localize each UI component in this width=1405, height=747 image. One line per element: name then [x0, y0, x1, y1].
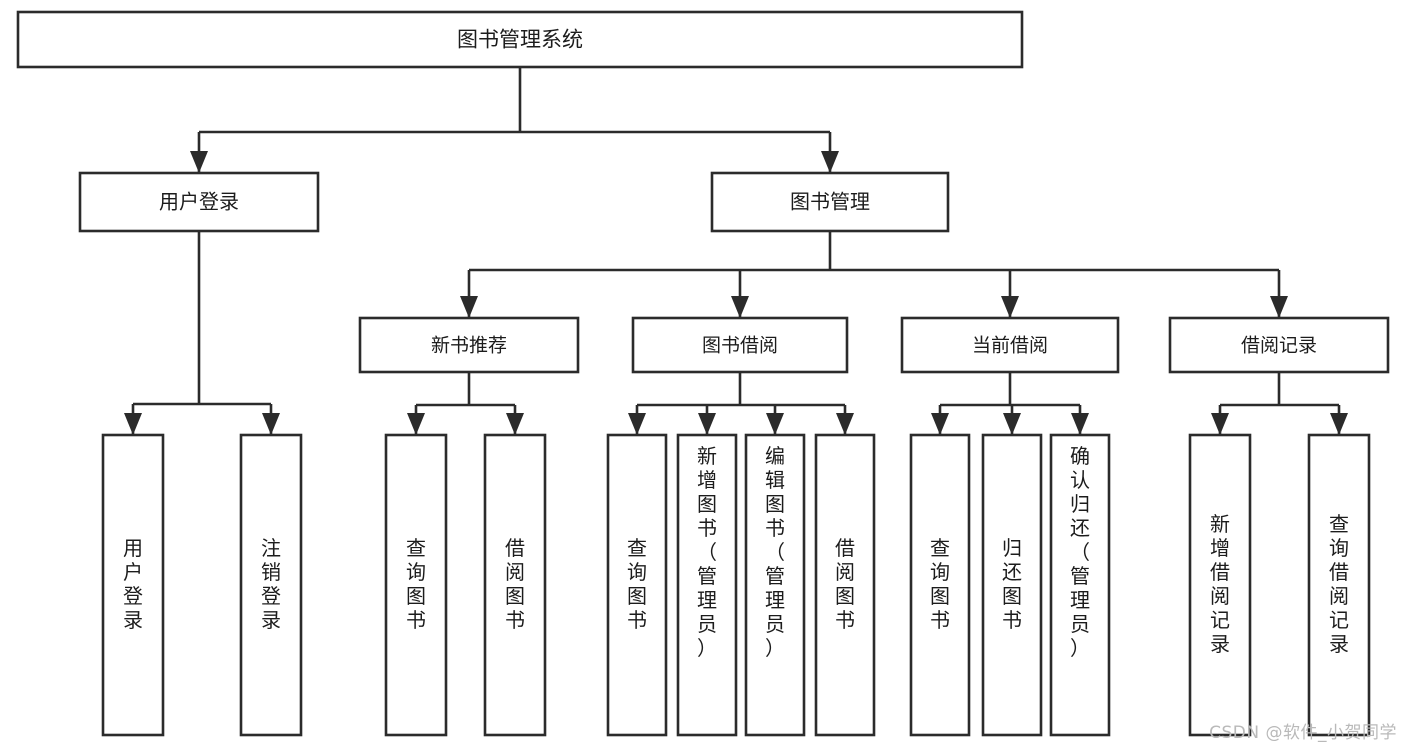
node-leaf-current-3[interactable]: 确认归还（管理员）: [1049, 433, 1111, 737]
node-current-rect: [900, 316, 1120, 374]
node-leaf-borrow-1-rect: [606, 433, 668, 737]
node-root-label: 图书管理系统: [457, 28, 583, 52]
arrow-head: [1270, 296, 1288, 318]
node-leaf-borrow-4-rect: [814, 433, 876, 737]
node-bookmgmt[interactable]: 图书管理: [710, 171, 950, 233]
node-leaf-login-1-label: 用户登录: [123, 536, 143, 632]
node-leaf-records-1-rect: [1188, 433, 1252, 737]
node-leaf-current-2-label: 归还图书: [1002, 536, 1022, 632]
node-leaf-newbook-2[interactable]: 借阅图书: [483, 433, 547, 737]
arrow-head: [1211, 413, 1229, 435]
node-current[interactable]: 当前借阅: [900, 316, 1120, 374]
node-leaf-borrow-4-label: 借阅图书: [835, 536, 855, 632]
node-records-label: 借阅记录: [1241, 335, 1317, 357]
arrow-head: [460, 296, 478, 318]
arrow-head: [190, 151, 208, 173]
arrow-head: [698, 413, 716, 435]
arrow-head: [1001, 296, 1019, 318]
node-current-label: 当前借阅: [972, 335, 1048, 357]
node-root-rect: [16, 10, 1024, 69]
connector-layer: [124, 67, 1348, 435]
node-borrow-rect: [631, 316, 849, 374]
node-leaf-borrow-3[interactable]: 编辑图书（管理员）: [744, 433, 806, 737]
node-leaf-newbook-1-label: 查询图书: [406, 536, 426, 632]
node-records[interactable]: 借阅记录: [1168, 316, 1390, 374]
node-leaf-borrow-2-label: 新增图书（管理员）: [697, 444, 717, 660]
node-leaf-borrow-2[interactable]: 新增图书（管理员）: [676, 433, 738, 737]
node-newbook[interactable]: 新书推荐: [358, 316, 580, 374]
node-leaf-current-1-label: 查询图书: [930, 536, 950, 632]
node-login-label: 用户登录: [159, 190, 239, 214]
arrow-head: [766, 413, 784, 435]
arrow-head: [731, 296, 749, 318]
node-leaf-borrow-3-label: 编辑图书（管理员）: [765, 444, 785, 660]
node-leaf-borrow-1-label: 查询图书: [627, 536, 647, 632]
arrow-head: [262, 413, 280, 435]
node-records-rect: [1168, 316, 1390, 374]
node-leaf-records-2-label: 查询借阅记录: [1329, 512, 1349, 656]
node-newbook-rect: [358, 316, 580, 374]
node-bookmgmt-rect: [710, 171, 950, 233]
node-leaf-current-3-label: 确认归还（管理员）: [1070, 444, 1090, 660]
arrow-head: [1003, 413, 1021, 435]
node-leaf-current-2[interactable]: 归还图书: [981, 433, 1043, 737]
arrow-head: [506, 413, 524, 435]
node-leaf-borrow-3-rect: [744, 433, 806, 737]
arrow-head: [628, 413, 646, 435]
node-leaf-login-1[interactable]: 用户登录: [101, 433, 165, 737]
node-leaf-newbook-1[interactable]: 查询图书: [384, 433, 448, 737]
arrow-head: [1071, 413, 1089, 435]
node-leaf-newbook-1-rect: [384, 433, 448, 737]
arrow-head: [821, 151, 839, 173]
node-leaf-records-1[interactable]: 新增借阅记录: [1188, 433, 1252, 737]
node-leaf-newbook-2-label: 借阅图书: [505, 536, 525, 632]
node-login[interactable]: 用户登录: [78, 171, 320, 233]
node-leaf-newbook-2-rect: [483, 433, 547, 737]
node-leaf-records-1-label: 新增借阅记录: [1210, 512, 1230, 656]
node-login-rect: [78, 171, 320, 233]
arrow-head: [407, 413, 425, 435]
node-root[interactable]: 图书管理系统: [16, 10, 1024, 69]
arrow-head: [1330, 413, 1348, 435]
node-leaf-login-2[interactable]: 注销登录: [239, 433, 303, 737]
node-leaf-current-1-rect: [909, 433, 971, 737]
node-layer: 图书管理系统用户登录图书管理新书推荐图书借阅当前借阅借阅记录用户登录注销登录查询…: [16, 10, 1390, 737]
node-leaf-borrow-4[interactable]: 借阅图书: [814, 433, 876, 737]
node-leaf-login-1-rect: [101, 433, 165, 737]
node-leaf-current-1[interactable]: 查询图书: [909, 433, 971, 737]
node-leaf-borrow-2-rect: [676, 433, 738, 737]
node-leaf-login-2-rect: [239, 433, 303, 737]
arrow-head: [836, 413, 854, 435]
arrow-head: [124, 413, 142, 435]
node-bookmgmt-label: 图书管理: [790, 190, 870, 214]
node-leaf-login-2-label: 注销登录: [261, 536, 281, 632]
node-leaf-records-2[interactable]: 查询借阅记录: [1307, 433, 1371, 737]
node-leaf-current-2-rect: [981, 433, 1043, 737]
node-newbook-label: 新书推荐: [431, 335, 507, 357]
node-borrow-label: 图书借阅: [702, 335, 778, 357]
node-leaf-records-2-rect: [1307, 433, 1371, 737]
arrow-head: [931, 413, 949, 435]
node-leaf-borrow-1[interactable]: 查询图书: [606, 433, 668, 737]
node-leaf-current-3-rect: [1049, 433, 1111, 737]
node-borrow[interactable]: 图书借阅: [631, 316, 849, 374]
